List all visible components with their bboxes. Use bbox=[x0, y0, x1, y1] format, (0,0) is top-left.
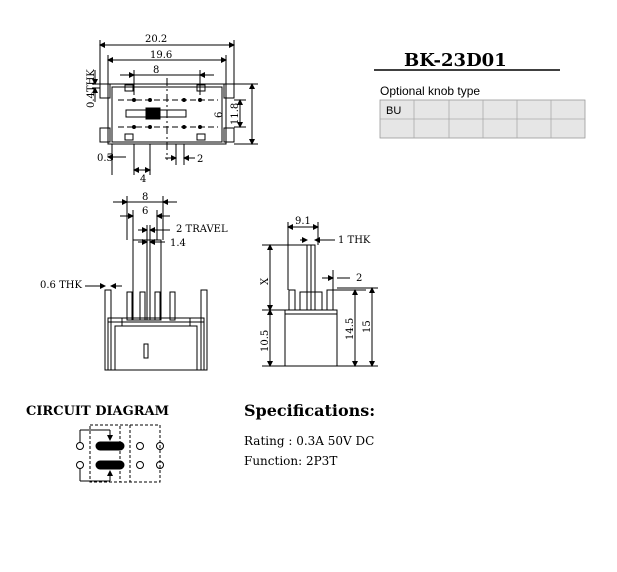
knob-cell-bu: BU bbox=[386, 105, 401, 117]
top-view-labels: 20.2 19.6 8 0.4THK 6 11.8 0.5 4 2 bbox=[86, 34, 241, 185]
specs-rating: Rating : 0.3A 50V DC bbox=[244, 434, 374, 448]
dim-2-top: 2 bbox=[197, 154, 203, 165]
dim-9-1: 9.1 bbox=[295, 216, 311, 227]
dim-1-thk: 1 THK bbox=[338, 235, 371, 246]
dim-travel: 2 TRAVEL bbox=[176, 224, 228, 235]
part-number: BK-23D01 bbox=[404, 50, 507, 71]
dim-11-8: 11.8 bbox=[230, 103, 241, 125]
dim-0-5: 0.5 bbox=[97, 153, 113, 164]
circuit-heading: CIRCUIT DIAGRAM bbox=[26, 404, 169, 419]
dim-8-front: 8 bbox=[142, 192, 148, 203]
dim-0-4thk: 0.4THK bbox=[86, 69, 97, 108]
front-view bbox=[85, 196, 208, 371]
side-view bbox=[262, 222, 378, 367]
circuit-diagram bbox=[76, 424, 164, 483]
specs-heading: Specifications: bbox=[244, 401, 375, 420]
dim-2-side: 2 bbox=[356, 273, 362, 284]
dim-20-2: 20.2 bbox=[145, 34, 167, 45]
dim-14-5: 14.5 bbox=[345, 318, 356, 340]
dim-6-side: 6 bbox=[214, 112, 225, 118]
top-view bbox=[92, 40, 258, 175]
title-block: BK-23D01 Optional knob type bbox=[374, 50, 560, 98]
specifications: Specifications: Rating : 0.3A 50V DC Fun… bbox=[244, 401, 375, 468]
dim-19-6: 19.6 bbox=[150, 50, 172, 61]
dim-8-top: 8 bbox=[153, 65, 159, 76]
dim-6-front: 6 bbox=[142, 206, 148, 217]
dim-1-4: 1.4 bbox=[170, 238, 186, 249]
front-view-labels: 8 6 2 TRAVEL 1.4 0.6 THK bbox=[40, 192, 228, 291]
specs-function: Function: 2P3T bbox=[244, 454, 337, 468]
dim-15: 15 bbox=[362, 320, 373, 333]
dim-0-6-thk: 0.6 THK bbox=[40, 280, 82, 291]
knob-table: BU bbox=[379, 99, 586, 139]
knob-heading: Optional knob type bbox=[380, 84, 480, 98]
dim-x: X bbox=[260, 277, 271, 285]
dim-10-5: 10.5 bbox=[260, 330, 271, 352]
side-view-labels: 9.1 1 THK X 2 10.5 14.5 15 bbox=[260, 216, 373, 352]
dim-4: 4 bbox=[140, 174, 146, 185]
